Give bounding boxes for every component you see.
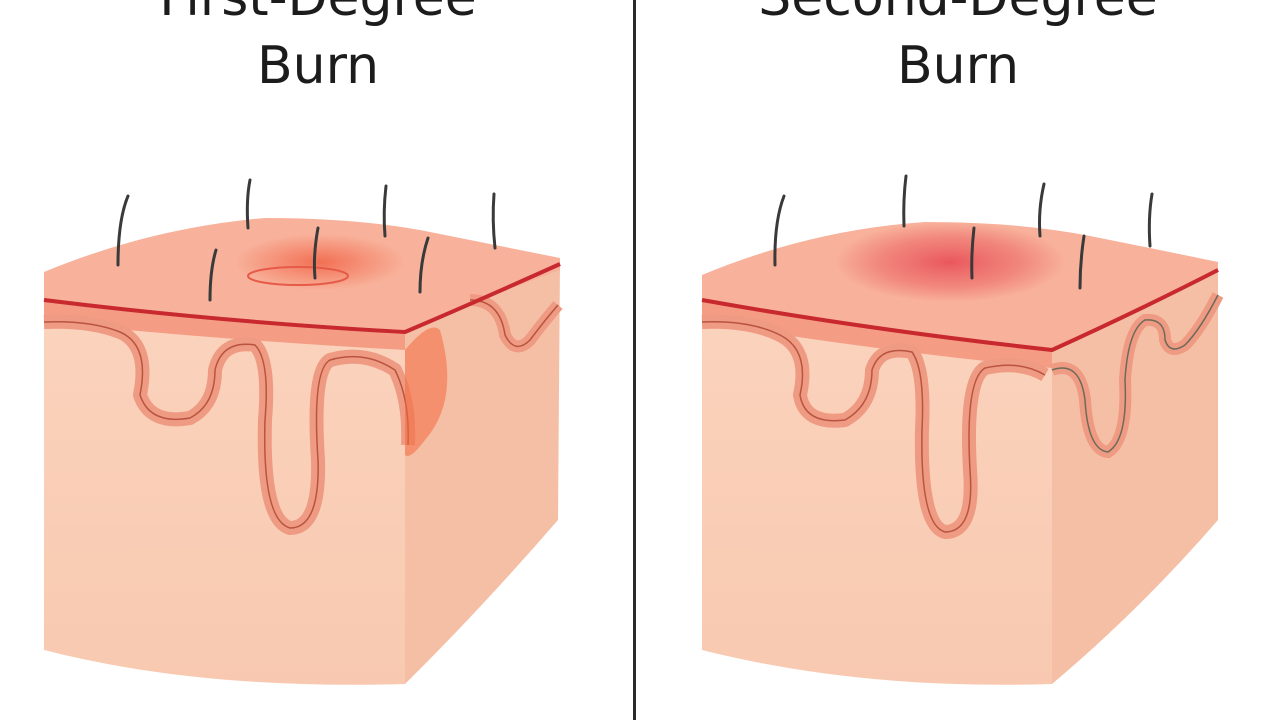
hair-strands: [116, 178, 497, 302]
hair-strands: [773, 174, 1154, 290]
panel-divider: [633, 0, 636, 720]
second-degree-skin-diagram: [701, 174, 1224, 685]
first-degree-panel: First-Degree Burn: [0, 0, 636, 720]
first-degree-title: First-Degree Burn: [0, 0, 636, 100]
skin-block-side: [1052, 268, 1218, 684]
first-degree-skin-diagram: [43, 178, 563, 685]
dermis-band: [44, 300, 405, 350]
second-degree-panel: Second-Degree Burn: [640, 0, 1276, 720]
second-degree-burn-area: [835, 222, 1065, 302]
epidermis-line: [43, 262, 561, 335]
epidermis-line: [701, 268, 1219, 353]
second-degree-title: Second-Degree Burn: [640, 0, 1276, 100]
skin-block-front: [702, 300, 1052, 685]
first-degree-burn-area: [235, 234, 405, 290]
dermis-band: [702, 300, 1052, 368]
title-line-2: Burn: [256, 36, 380, 96]
title-line-1: First-Degree: [0, 0, 636, 32]
title-line-1: Second-Degree: [640, 0, 1276, 32]
title-line-2: Burn: [896, 36, 1020, 96]
